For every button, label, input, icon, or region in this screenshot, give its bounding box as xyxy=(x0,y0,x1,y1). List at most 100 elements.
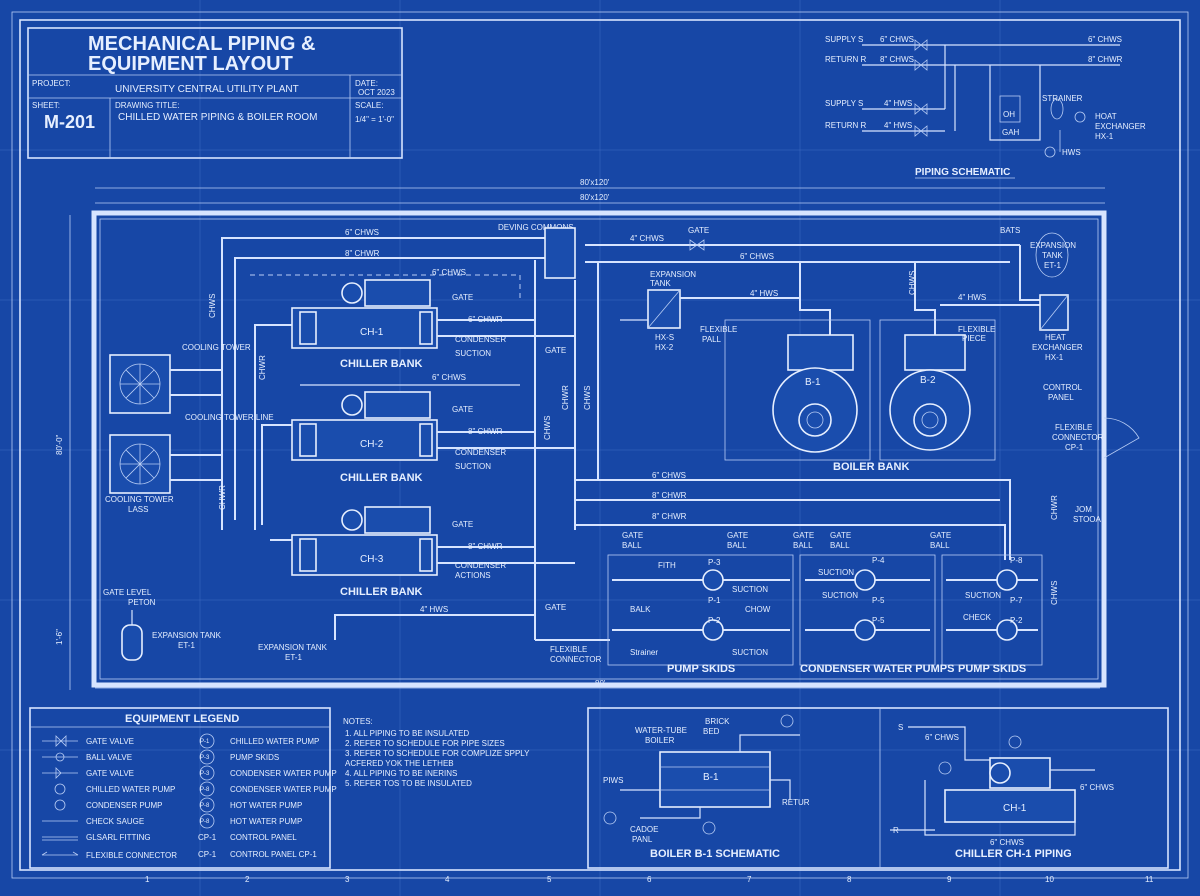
heat-exchanger-label: EXCHANGER xyxy=(1032,343,1083,352)
scale-label: SCALE: xyxy=(355,101,383,110)
vertical-pipe-label: CHWS xyxy=(543,416,552,440)
chiller-gate: GATE xyxy=(452,405,473,414)
dimension-left-lower: 1'-6" xyxy=(55,629,64,645)
expansion-tank-label: EXPANSION TANK xyxy=(258,643,328,652)
flex-connector-label: FLEXIBLE xyxy=(550,645,587,654)
cooling-tower-label: COOLING TOWER xyxy=(105,495,174,504)
cooling-towers: COOLING TOWER COOLING TOWER LINE COOLING… xyxy=(105,343,274,514)
boiler-detail-label: RETUR xyxy=(782,798,810,807)
chiller-tag: CH-1 xyxy=(360,327,384,338)
legend-item: GATE VALVE xyxy=(86,769,134,778)
schematic-hws: HWS xyxy=(1062,148,1081,157)
border-number: 2 xyxy=(245,875,250,884)
fith-label: FITH xyxy=(658,561,676,570)
condenser-pumps-label: CONDENSER WATER PUMPS xyxy=(800,663,954,675)
legend-item: CONDENSER WATER PUMP xyxy=(230,785,337,794)
hx-label: HX-2 xyxy=(655,343,674,352)
boiler-detail-label: PANL xyxy=(632,835,653,844)
boiler-detail-label: BOILER xyxy=(645,736,675,745)
border-number: 9 xyxy=(947,875,952,884)
border-number: 3 xyxy=(345,875,350,884)
boiler-bank-label: BOILER BANK xyxy=(833,461,909,473)
legend-item: CONTROL PANEL CP-1 xyxy=(230,850,317,859)
chiller-ch-3: CH-3 GATE 8" CHWR CONDENSER ACTIONS CHIL… xyxy=(270,506,575,598)
chiller-tag: CH-2 xyxy=(360,439,384,450)
schematic-row-label: SUPPLY S xyxy=(825,99,863,108)
manifold-box xyxy=(544,227,576,279)
boiler-detail-label: BED xyxy=(703,727,720,736)
pump-tag: P-1 xyxy=(708,596,721,605)
top-pipe-label: 6" CHWS xyxy=(345,228,379,237)
chiller-detail-pipe: 6" CHWS xyxy=(925,733,959,742)
note-item: 2. REFER TO SCHEDULE FOR PIPE SIZES xyxy=(345,739,505,748)
chiller-detail-tag: CH-1 xyxy=(1003,803,1027,814)
expansion-tanks-left: GATE LEVEL PETON EXPANSION TANK ET-1 EXP… xyxy=(103,588,328,662)
chiller-tag: CH-3 xyxy=(360,554,384,565)
drawing-title-value: CHILLED WATER PIPING & BOILER ROOM xyxy=(118,112,317,123)
legend-item: FLEXIBLE CONNECTOR xyxy=(86,851,177,860)
sheet-label: SHEET: xyxy=(32,101,60,110)
legend-tag: CP-1 xyxy=(198,850,217,859)
legend-tag: P-3 xyxy=(200,755,210,761)
schematic-row-label: RETURN R xyxy=(825,121,867,130)
chiller-bank-label: CHILLER BANK xyxy=(340,586,423,598)
pump-tag: P-8 xyxy=(1010,556,1023,565)
boiler-tag: B-1 xyxy=(805,377,821,388)
suction-label: SUCTION xyxy=(732,648,768,657)
control-panel-label: PANEL xyxy=(1048,393,1074,402)
skid-gate: GATE xyxy=(793,531,814,540)
project-label: PROJECT: xyxy=(32,79,71,88)
gate-level-label: GATE LEVEL xyxy=(103,588,152,597)
chiller-chwr: 8" CHWR xyxy=(468,542,503,551)
chiller-gate: GATE xyxy=(452,520,473,529)
strainer-label: Strainer xyxy=(630,648,658,657)
dimensions: 80'x120' 80'x120' 80'-0" 1'-6" 80' xyxy=(55,178,1105,690)
title-line-2: EQUIPMENT LAYOUT xyxy=(88,53,293,75)
cooling-tower-line-label: COOLING TOWER LINE xyxy=(185,413,274,422)
flex-connector-label: CONNECTOR xyxy=(1052,433,1104,442)
border-number: 11 xyxy=(1145,875,1154,884)
pump-tag: P-7 xyxy=(1010,596,1023,605)
skid-gate: GATE xyxy=(830,531,851,540)
suction-label: SUCTION xyxy=(822,591,858,600)
flex-connector-label: FLEXIBLE xyxy=(1055,423,1092,432)
title-line-1: MECHANICAL PIPING & xyxy=(88,33,315,55)
check-label: CHECK xyxy=(963,613,992,622)
boiler-detail-tag: B-1 xyxy=(703,772,719,783)
schematic-title: PIPING SCHEMATIC xyxy=(915,167,1010,178)
chiller-side: CONDENSER xyxy=(455,561,506,570)
chiller-pipe: 6" CHWS xyxy=(432,373,466,382)
chiller-detail-r: R xyxy=(893,826,899,835)
border-number: 7 xyxy=(747,875,752,884)
equipment-legend: EQUIPMENT LEGEND GATE VALVE BALL VALVE G… xyxy=(29,707,337,869)
suction-label: SUCTION xyxy=(818,568,854,577)
legend-item: HOT WATER PUMP xyxy=(230,817,302,826)
notes-title: NOTES: xyxy=(343,717,373,726)
chiller-chwr: 8" CHWR xyxy=(468,427,503,436)
flexible-label: FLEXIBLE xyxy=(958,325,995,334)
heat-exchanger-hx1: EXPANSION TANK ET-1 HEAT EXCHANGER HX-1 … xyxy=(940,232,1104,452)
title-block: MECHANICAL PIPING & EQUIPMENT LAYOUT PRO… xyxy=(27,27,403,159)
chiller-side: SUCTION xyxy=(455,462,491,471)
schematic-row-size: 4" HWS xyxy=(884,99,912,108)
schematic-exchanger: HOAT xyxy=(1095,112,1117,121)
note-item: 4. ALL PIPING TO BE INERINS xyxy=(345,769,457,778)
legend-tag: P-8 xyxy=(200,803,210,809)
skid-ball: BALL xyxy=(727,541,747,550)
gate-level-label: PETON xyxy=(128,598,156,607)
lower-pipe-label: 8" CHWR xyxy=(652,512,687,521)
legend-item: CONDENSER PUMP xyxy=(86,801,162,810)
chiller-ch-1: CH-1 GATE 6" CHWR CONDENSER SUCTION 6" C… xyxy=(254,268,575,530)
vertical-pipe-label: CHWS xyxy=(908,271,917,295)
schematic-chwr: 8" CHWR xyxy=(1088,55,1123,64)
chiller-detail-pipe: 6" CHWS xyxy=(990,838,1024,847)
note-item: 1. ALL PIPING TO BE INSULATED xyxy=(345,729,469,738)
pump-tag: P-5 xyxy=(872,616,885,625)
legend-item: CHECK SAUGE xyxy=(86,817,144,826)
border-number: 4 xyxy=(445,875,450,884)
schematic-exchanger: EXCHANGER xyxy=(1095,122,1146,131)
jom-label: STOOA xyxy=(1073,515,1102,524)
hws-label: 4" HWS xyxy=(420,605,448,614)
vertical-pipe-label: CHWR xyxy=(561,385,570,410)
